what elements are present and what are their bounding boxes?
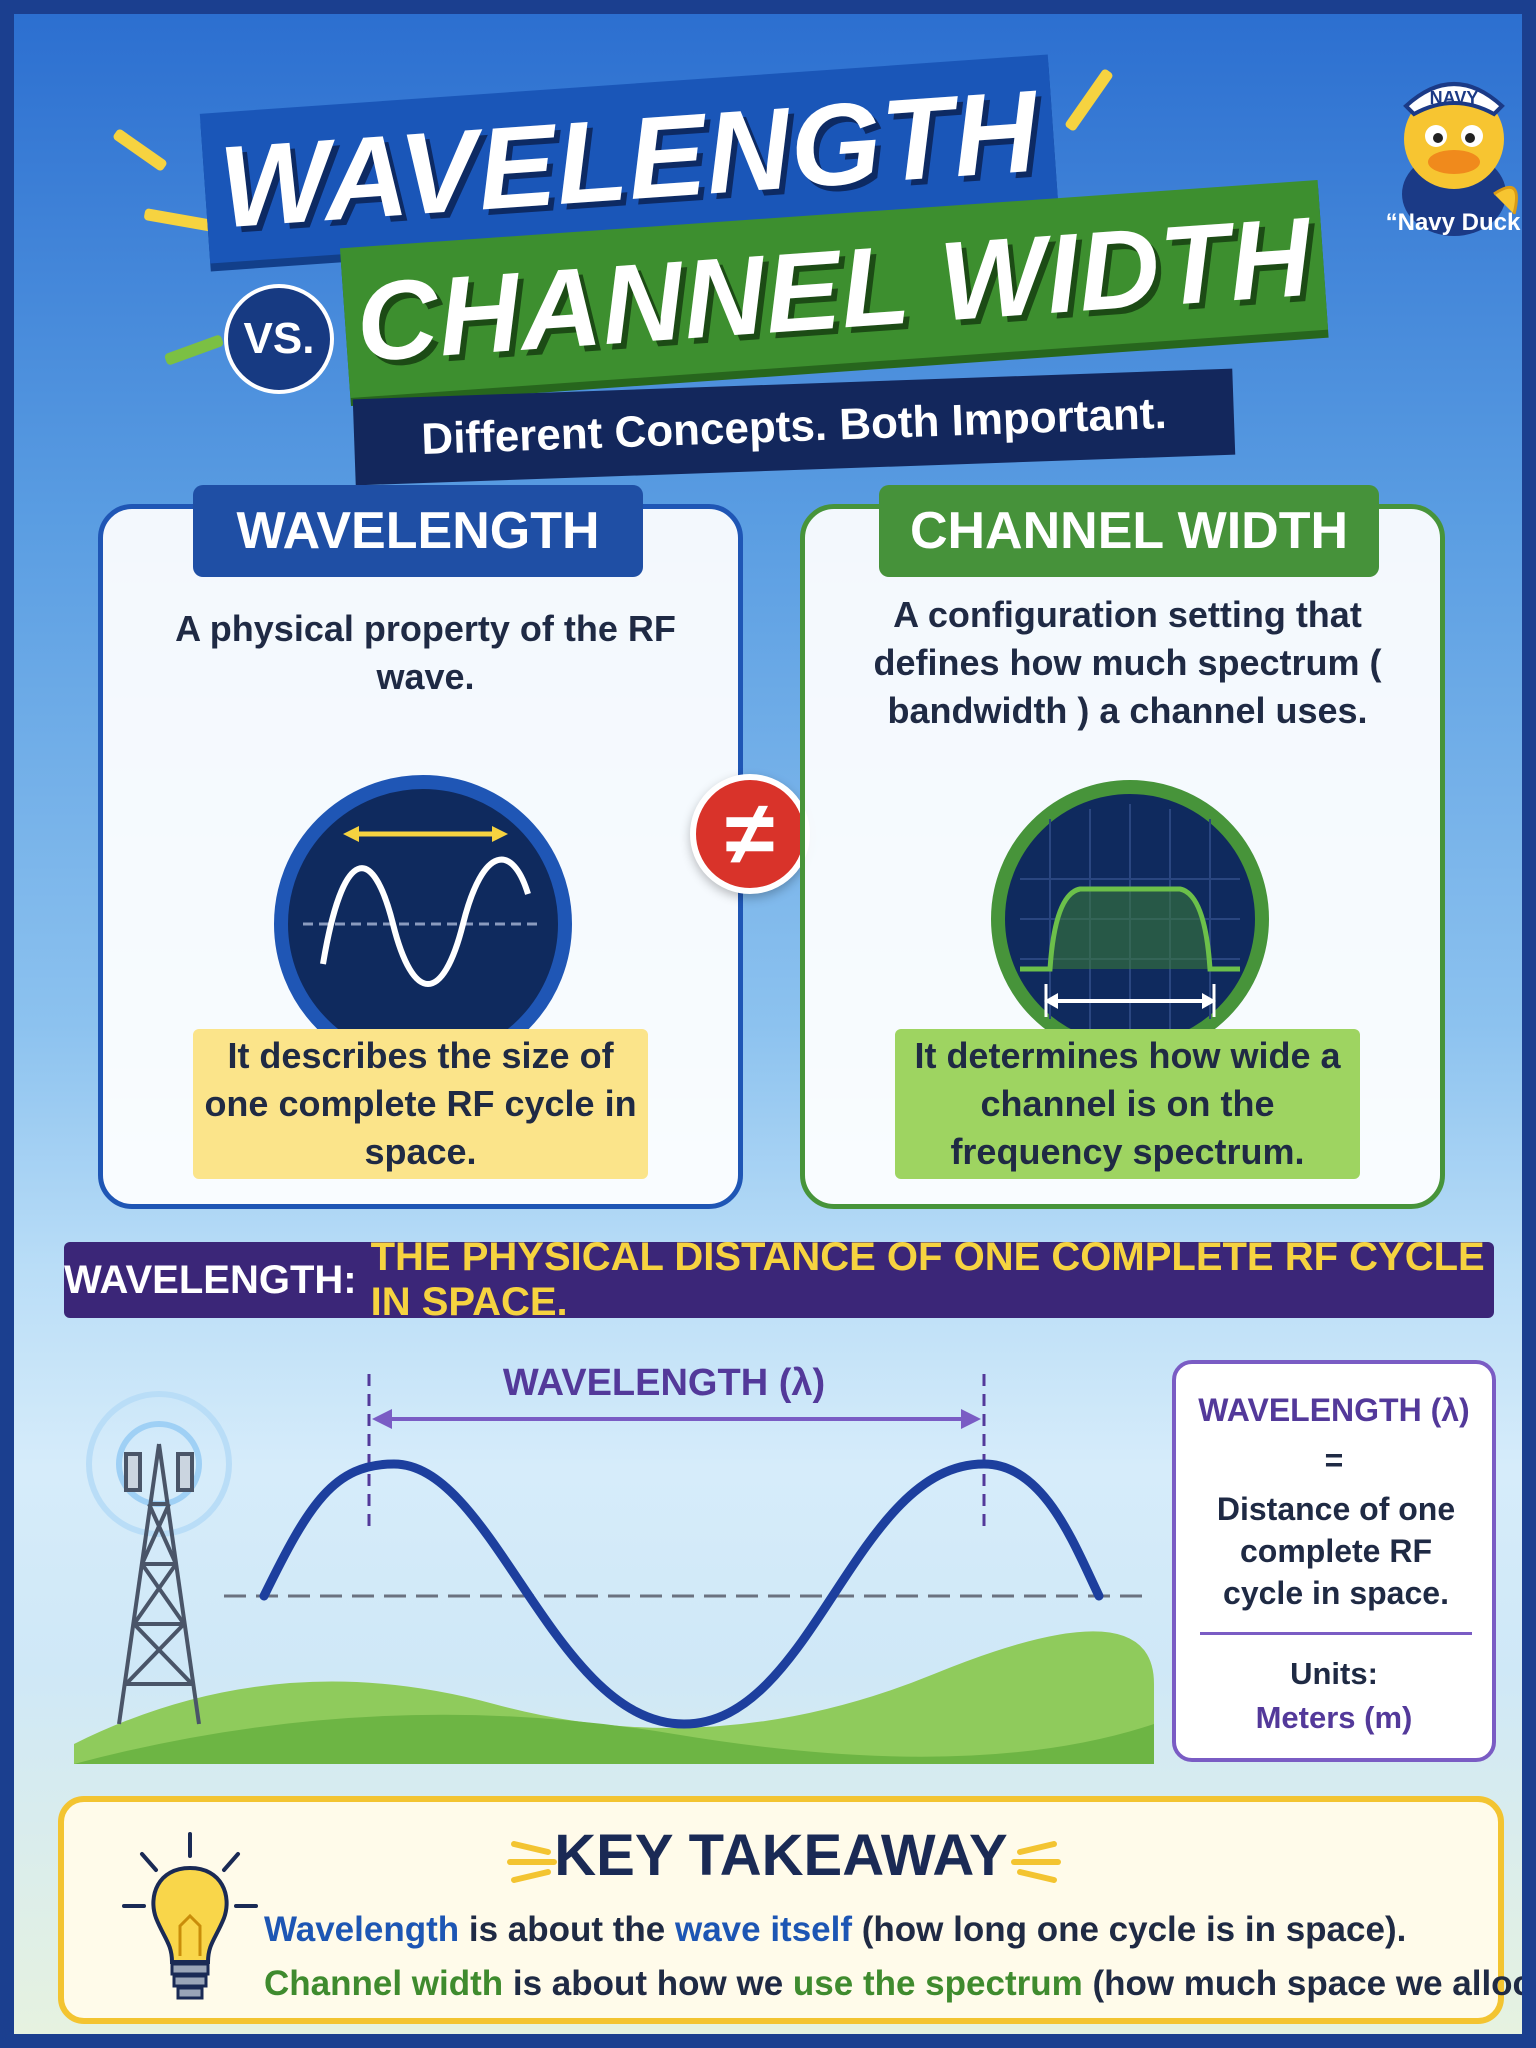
wavelength-card-note: It describes the size of one complete RF… xyxy=(193,1029,648,1179)
info-equals: = xyxy=(1324,1442,1344,1478)
wavelength-diagram xyxy=(74,1374,1154,1764)
takeaway-highlight: wave itself xyxy=(674,1910,853,1949)
definition-term: WAVELENGTH: xyxy=(64,1257,357,1302)
decorative-ray xyxy=(163,334,225,366)
definition-text: THE PHYSICAL DISTANCE OF ONE COMPLETE RF… xyxy=(370,1235,1485,1324)
units-value: Meters (m) xyxy=(1255,1700,1413,1735)
channel-width-card: CHANNEL WIDTH A configuration setting th… xyxy=(800,485,1445,1209)
key-takeaway-title: KEY TAKEAWAY xyxy=(554,1823,1008,1888)
mascot-caption: “Navy Duck” xyxy=(1385,209,1533,236)
wavelength-card: WAVELENGTH A physical property of the RF… xyxy=(98,485,743,1209)
channel-width-card-description: A configuration setting that defines how… xyxy=(873,594,1382,731)
takeaway-highlight: use the spectrum xyxy=(792,1964,1083,2003)
units-label: Units: xyxy=(1290,1656,1378,1691)
takeaway-text: (how much space we allocate). xyxy=(1092,1964,1533,2003)
wave-diagram-label: WAVELENGTH (λ) xyxy=(502,1362,826,1404)
takeaway-text: is about the xyxy=(459,1910,675,1949)
decorative-ray xyxy=(1064,67,1114,133)
mascot-hat-text: NAVY xyxy=(1430,88,1479,108)
navy-duck-mascot-icon: NAVY xyxy=(1402,82,1518,236)
definition-banner: WAVELENGTH: THE PHYSICAL DISTANCE OF ONE… xyxy=(64,1235,1494,1324)
takeaway-line-channel-width: Channel width is about how we use the sp… xyxy=(264,1964,1522,2004)
takeaway-text: (how long one cycle is in space). xyxy=(852,1910,1407,1949)
cell-tower-icon xyxy=(86,1391,232,1725)
takeaway-line-wavelength: Wavelength is about the wave itself (how… xyxy=(264,1910,1484,1950)
hills xyxy=(74,1714,1154,1764)
key-takeaway-panel: KEY TAKEAWAY Wavelength is about the wav… xyxy=(58,1796,1522,2024)
info-definition: Distance of one complete RF cycle in spa… xyxy=(1216,1491,1456,1611)
sparkle-icon xyxy=(507,1841,557,1883)
spectrum-channel-icon xyxy=(991,780,1269,1058)
info-term: WAVELENGTH (λ) xyxy=(1198,1392,1470,1428)
sparkle-icon xyxy=(1011,1841,1061,1883)
channel-width-card-heading: CHANNEL WIDTH xyxy=(879,485,1379,577)
wavelength-info-box: WAVELENGTH (λ) = Distance of one complet… xyxy=(1172,1360,1496,1762)
vs-badge: VS. xyxy=(224,284,334,394)
takeaway-term: Wavelength xyxy=(264,1910,460,1949)
decorative-ray xyxy=(111,127,169,173)
decorative-ray xyxy=(143,208,215,232)
wavelength-card-heading: WAVELENGTH xyxy=(193,485,643,577)
wavelength-card-description: A physical property of the RF wave. xyxy=(175,608,676,697)
takeaway-text: is about how we xyxy=(503,1964,793,2003)
light-bulb-icon xyxy=(122,1832,258,2000)
divider xyxy=(1200,1632,1472,1635)
channel-width-card-note: It determines how wide a channel is on t… xyxy=(895,1029,1360,1179)
takeaway-term: Channel width xyxy=(264,1964,504,2003)
not-equal-icon: ≠ xyxy=(690,774,810,894)
